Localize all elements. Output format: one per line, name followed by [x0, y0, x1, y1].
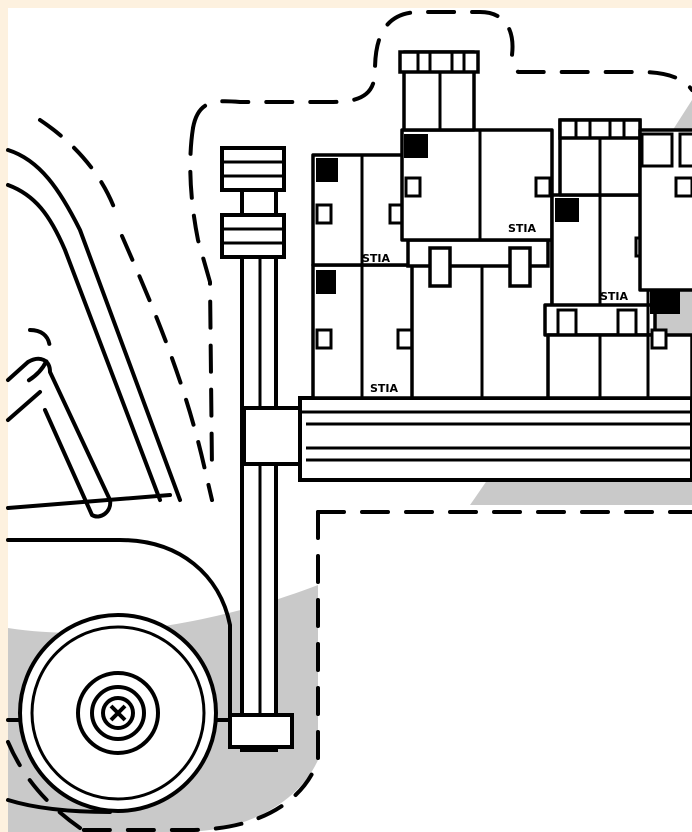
box-tag: [316, 270, 336, 294]
box-label: STIA: [362, 252, 391, 265]
box-label: STIA: [508, 222, 537, 235]
box-tag: [404, 134, 428, 158]
box-tag: [316, 158, 338, 182]
box-label: STIA: [370, 382, 399, 395]
box-tag: [555, 198, 579, 222]
box-tag: [650, 290, 680, 314]
fork-pallet: [300, 398, 692, 480]
box-label: STIA: [600, 290, 629, 303]
box: [548, 335, 692, 398]
